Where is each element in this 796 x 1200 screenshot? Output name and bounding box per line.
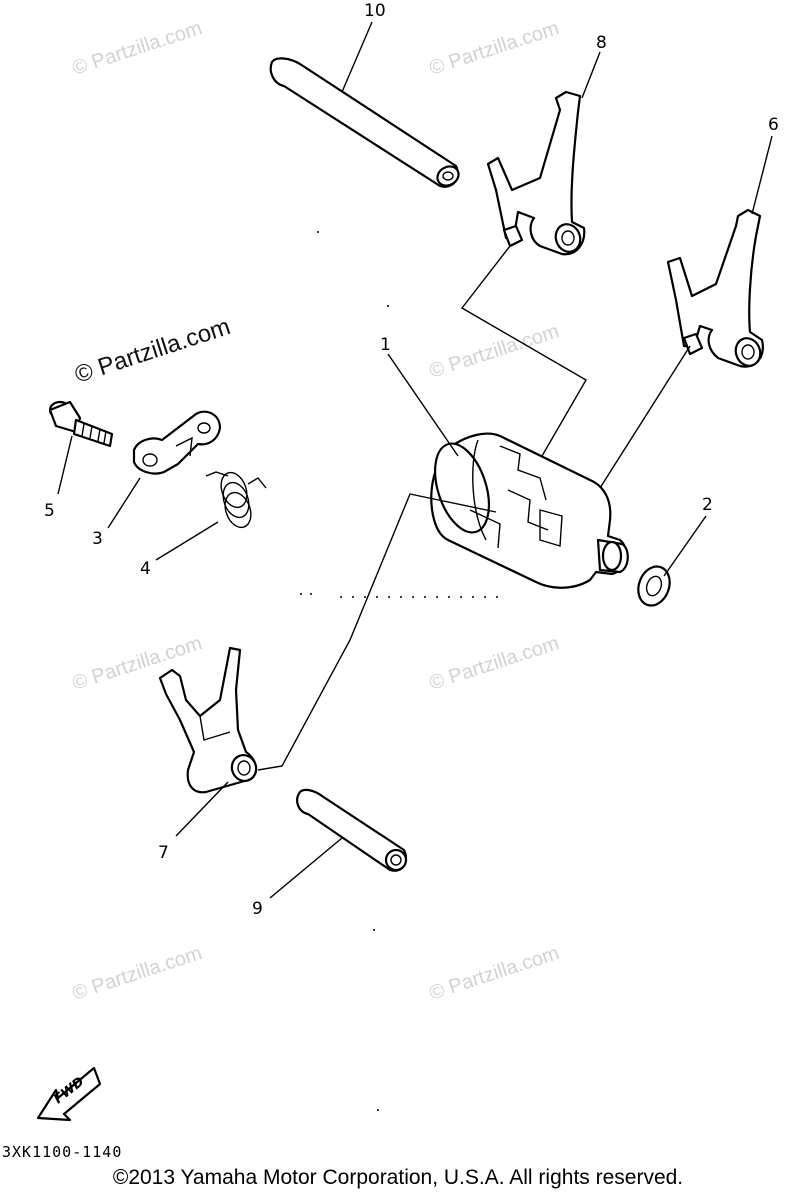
part-3-stopper-lever (132, 410, 222, 475)
watermark: © Partzilla.com (70, 942, 205, 1005)
callouts: 10 8 6 1 2 5 3 4 7 9 (44, 1, 779, 919)
leader-lines (57, 21, 773, 899)
part-2-washer (637, 565, 671, 607)
fwd-arrow-icon: FWD (36, 1066, 102, 1122)
part-1-shift-drum (430, 432, 629, 589)
watermark: © Partzilla.com (427, 320, 562, 383)
callout-4: 4 (140, 559, 151, 579)
callout-7: 7 (158, 843, 169, 863)
watermark-dark: © Partzilla.com (72, 313, 234, 389)
callout-1: 1 (380, 335, 391, 355)
watermark: © Partzilla.com (70, 632, 205, 695)
callout-5: 5 (44, 501, 55, 521)
part-4-torsion-spring (205, 471, 267, 529)
watermark: © Partzilla.com (427, 942, 562, 1005)
part-6-shift-fork (666, 208, 764, 368)
scan-specks (317, 231, 389, 1111)
callout-9: 9 (252, 899, 263, 919)
watermark: © Partzilla.com (427, 632, 562, 695)
part-5-bolt (48, 400, 114, 448)
callout-10: 10 (364, 1, 386, 21)
callout-8: 8 (596, 33, 607, 53)
callout-6: 6 (768, 115, 779, 135)
drawing-code: 3XK1100-1140 (2, 1143, 123, 1161)
watermark: © Partzilla.com (427, 17, 562, 80)
copyright-notice: ©2013 Yamaha Motor Corporation, U.S.A. A… (112, 1166, 684, 1189)
part-8-shift-fork (486, 90, 586, 256)
callout-2: 2 (702, 495, 713, 515)
watermark: © Partzilla.com (70, 17, 205, 80)
callout-3: 3 (92, 529, 103, 549)
part-10-guide-bar (269, 57, 460, 188)
part-9-guide-bar (296, 788, 408, 872)
assembly-lines (257, 245, 691, 771)
part-7-shift-fork (158, 646, 258, 794)
